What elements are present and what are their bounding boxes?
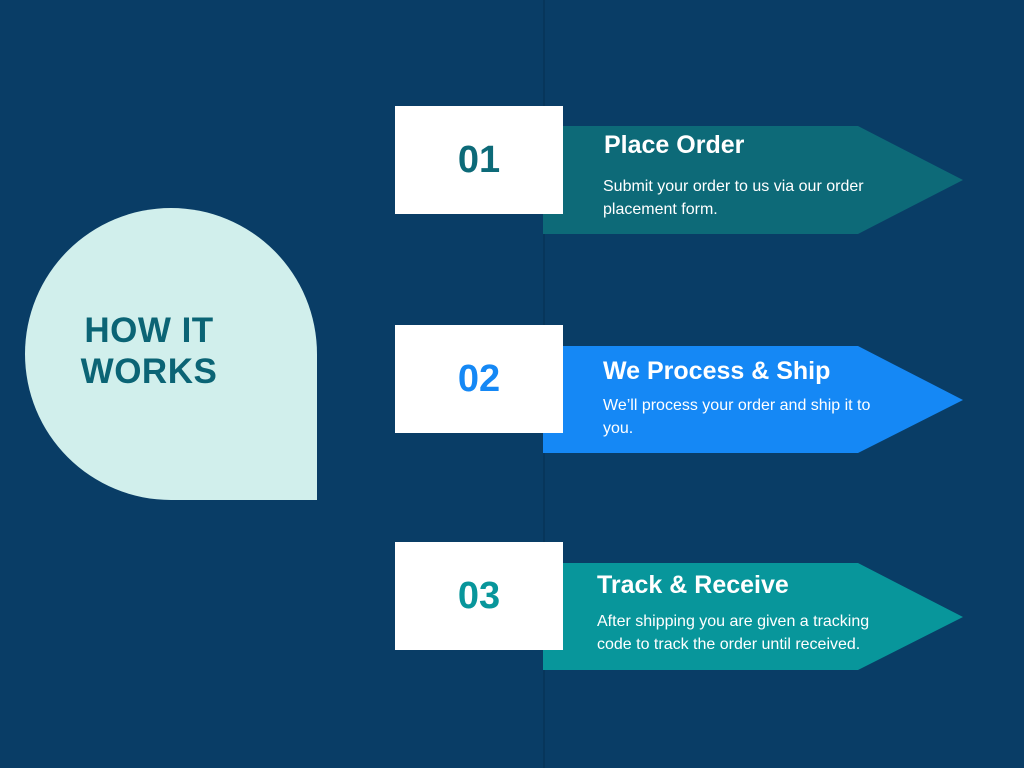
step-1-description: Submit your order to us via our order pl… [603,178,864,218]
step-1-number: 01 [395,106,563,214]
how-it-works-badge: HOW IT WORKS [25,208,317,500]
step-3-description: After shipping you are given a tracking … [597,613,870,653]
step-2-description: We’ll process your order and ship it to … [603,397,871,437]
step-1-title: Place Order [604,131,745,159]
step-3-title: Track & Receive [597,571,789,599]
step-2-title: We Process & Ship [603,357,831,385]
badge-title: HOW IT WORKS [80,311,218,392]
step-2-number: 02 [395,325,563,433]
step-3-number: 03 [395,542,563,650]
